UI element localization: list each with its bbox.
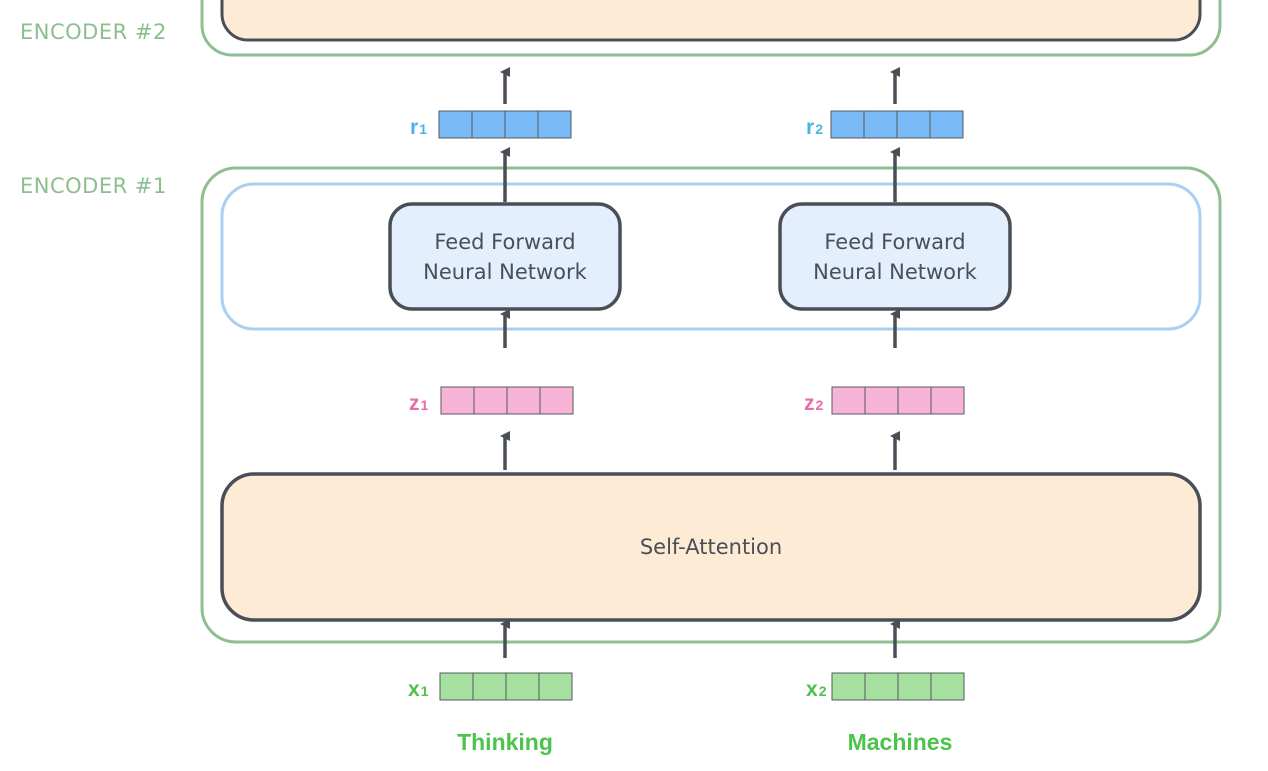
input-word-1: Thinking <box>457 729 553 755</box>
vector-cell <box>831 386 866 415</box>
feed-forward-box-2: Feed Forward Neural Network <box>778 202 1012 311</box>
vector-cell <box>864 386 899 415</box>
vector-cell <box>504 110 539 139</box>
vector-cell <box>831 672 866 701</box>
vector-cell <box>472 672 507 701</box>
vector-r2-label: r2 <box>806 116 823 139</box>
vector-r2: r2 <box>806 110 964 139</box>
vector-z1-label: z1 <box>409 392 429 415</box>
vector-cell <box>863 110 898 139</box>
vector-r1-label: r1 <box>410 116 427 139</box>
vector-cell <box>539 386 574 415</box>
vector-x2-label: x2 <box>806 678 827 701</box>
vector-x2: x2 <box>806 672 965 701</box>
vector-cell <box>897 672 932 701</box>
vector-cell <box>830 110 865 139</box>
vector-x1: x1 <box>408 672 573 701</box>
vector-cell <box>929 110 964 139</box>
vector-cell <box>538 672 573 701</box>
vector-cell <box>864 672 899 701</box>
self-attention-label: Self-Attention <box>640 535 782 559</box>
vector-cell <box>439 672 474 701</box>
feed-forward-group-box <box>220 182 1202 331</box>
vector-cell <box>897 386 932 415</box>
vector-z2-label: z2 <box>804 392 824 415</box>
feed-forward-1-line2: Neural Network <box>423 260 587 284</box>
vector-cell <box>473 386 508 415</box>
vector-z2: z2 <box>804 386 965 415</box>
feed-forward-2-line1: Feed Forward <box>824 230 965 254</box>
vector-cell <box>506 386 541 415</box>
encoder-2-self-attention-box <box>220 0 1202 42</box>
vector-cell <box>930 386 965 415</box>
vector-cell <box>471 110 506 139</box>
feed-forward-2-line2: Neural Network <box>813 260 977 284</box>
vector-r1: r1 <box>410 110 572 139</box>
self-attention-box: Self-Attention <box>220 472 1202 622</box>
feed-forward-box-1: Feed Forward Neural Network <box>388 202 622 311</box>
encoder-2-label: ENCODER #2 <box>20 20 167 44</box>
arrows <box>500 67 900 658</box>
vector-cell <box>438 110 473 139</box>
vector-cell <box>440 386 475 415</box>
encoder-1-label: ENCODER #1 <box>20 174 167 198</box>
input-word-2: Machines <box>848 729 953 755</box>
vector-x1-label: x1 <box>408 678 429 701</box>
vector-cell <box>537 110 572 139</box>
vector-cell <box>930 672 965 701</box>
vector-z1: z1 <box>409 386 574 415</box>
vector-cell <box>505 672 540 701</box>
vector-cell <box>896 110 931 139</box>
feed-forward-1-line1: Feed Forward <box>434 230 575 254</box>
